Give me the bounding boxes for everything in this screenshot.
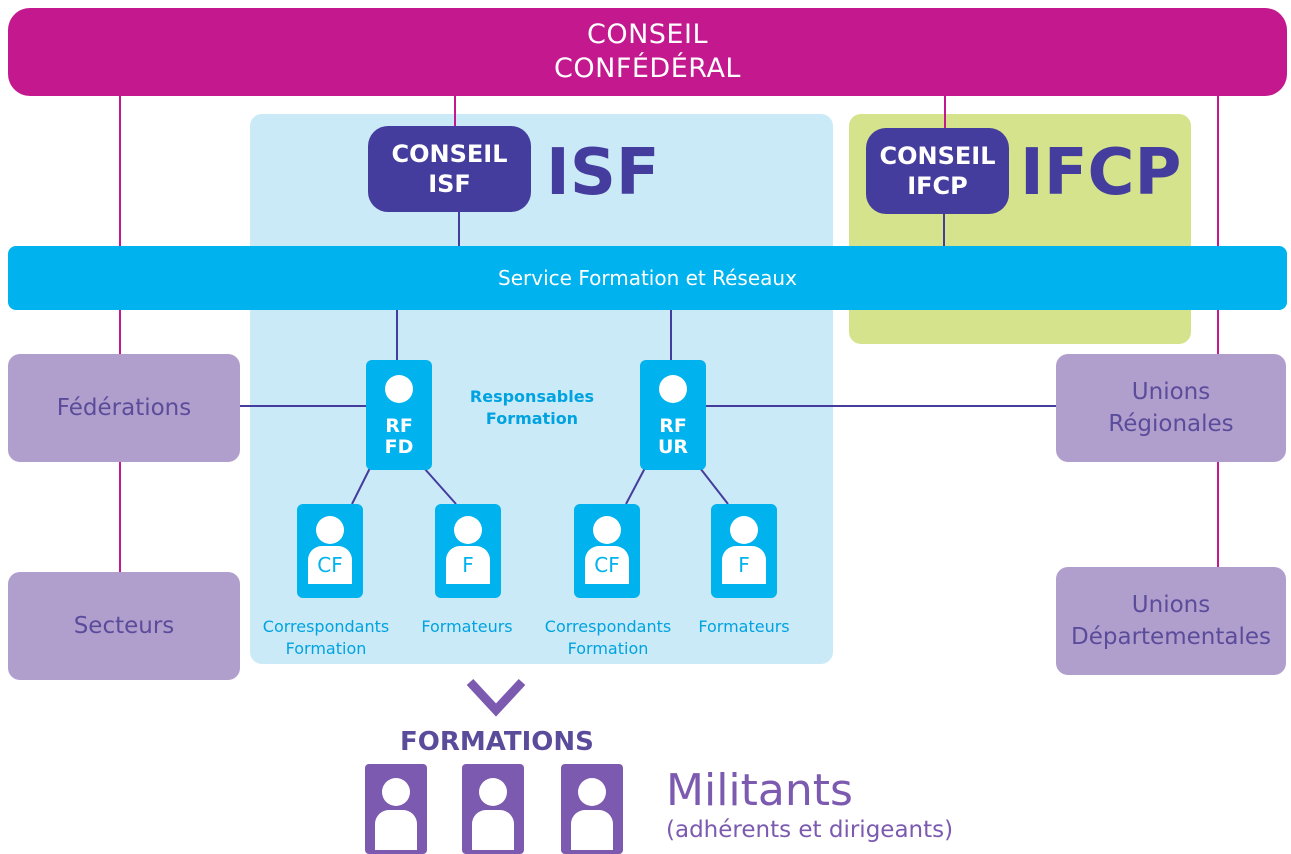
secteurs-box: Secteurs	[8, 572, 240, 680]
rf-ur-card: RF UR	[640, 360, 706, 470]
banner-line1: CONSEIL	[586, 19, 708, 50]
line-rfur-f	[699, 467, 729, 505]
militant-person-icon	[462, 764, 524, 854]
correspondants-line2: Formation	[285, 639, 367, 658]
unions-regionales-box: Unions Régionales	[1056, 354, 1286, 462]
conseil-isf-line1: CONSEIL	[391, 140, 508, 168]
isf-title: ISF	[546, 136, 660, 210]
f-card-2: F	[711, 504, 777, 598]
line-rffd-f	[423, 467, 457, 505]
rf-fd-line1: RF	[385, 415, 413, 437]
correspondants-caption-2: Correspondants Formation	[534, 616, 682, 660]
f-label: F	[462, 553, 474, 577]
service-formation-bar: Service Formation et Réseaux	[8, 246, 1287, 310]
correspondants-caption-1: Correspondants Formation	[252, 616, 400, 660]
militant-person-icon	[365, 764, 427, 854]
formateurs-caption-2: Formateurs	[689, 616, 799, 638]
f-label: F	[738, 553, 750, 577]
person-body	[571, 810, 613, 850]
militants-subtitle: (adhérents et dirigeants)	[666, 817, 954, 843]
rf-ur-line2: UR	[657, 436, 689, 458]
secteurs-label: Secteurs	[73, 613, 175, 639]
rf-ur-line1: RF	[659, 415, 687, 437]
rf-fd-card: RF FD	[366, 360, 432, 470]
formations-label: FORMATIONS	[400, 727, 594, 757]
person-head	[382, 778, 410, 806]
conseil-ifcp-box: CONSEIL IFCP	[866, 128, 1009, 214]
conseil-confederal-banner: CONSEIL CONFÉDÉRAL	[8, 8, 1287, 96]
federations-label: Fédérations	[56, 395, 192, 421]
militant-person-icon	[561, 764, 623, 854]
service-label: Service Formation et Réseaux	[498, 266, 797, 290]
person-head	[578, 778, 606, 806]
militants-title: Militants	[666, 765, 853, 816]
rf-fd-line2: FD	[384, 436, 414, 458]
person-icon	[593, 516, 621, 544]
ifcp-title: IFCP	[1020, 136, 1182, 210]
person-icon	[316, 516, 344, 544]
formateurs-label: Formateurs	[421, 617, 513, 636]
down-arrow-icon	[466, 678, 526, 717]
responsables-line1: Responsables	[469, 387, 595, 406]
responsables-formation-caption: Responsables Formation	[464, 386, 600, 430]
federations-box: Fédérations	[8, 354, 240, 462]
cf-label: CF	[317, 553, 343, 577]
person-body	[375, 810, 417, 850]
person-icon	[454, 516, 482, 544]
unions-departementales-line2: Départementales	[1071, 624, 1271, 650]
unions-departementales-line1: Unions	[1131, 592, 1211, 618]
unions-departementales-box: Unions Départementales	[1056, 567, 1286, 675]
conseil-isf-line2: ISF	[428, 170, 471, 198]
line-rffd-cf	[351, 467, 371, 505]
correspondants-line1: Correspondants	[544, 617, 672, 636]
formateurs-caption-1: Formateurs	[412, 616, 522, 638]
person-icon	[659, 375, 687, 403]
conseil-ifcp-line1: CONSEIL	[879, 142, 996, 170]
person-icon	[730, 516, 758, 544]
conseil-isf-box: CONSEIL ISF	[368, 126, 531, 212]
f-card-1: F	[435, 504, 501, 598]
responsables-line2: Formation	[485, 409, 579, 428]
line-rfur-cf	[625, 467, 646, 505]
person-head	[479, 778, 507, 806]
unions-regionales-line2: Régionales	[1108, 411, 1234, 437]
unions-regionales-line1: Unions	[1131, 379, 1211, 405]
correspondants-line1: Correspondants	[262, 617, 390, 636]
conseil-ifcp-line2: IFCP	[907, 172, 968, 200]
person-body	[472, 810, 514, 850]
correspondants-line2: Formation	[567, 639, 649, 658]
cf-label: CF	[594, 553, 620, 577]
banner-line2: CONFÉDÉRAL	[554, 53, 741, 84]
formateurs-label: Formateurs	[698, 617, 790, 636]
cf-card-1: CF	[297, 504, 363, 598]
cf-card-2: CF	[574, 504, 640, 598]
person-icon	[385, 375, 413, 403]
